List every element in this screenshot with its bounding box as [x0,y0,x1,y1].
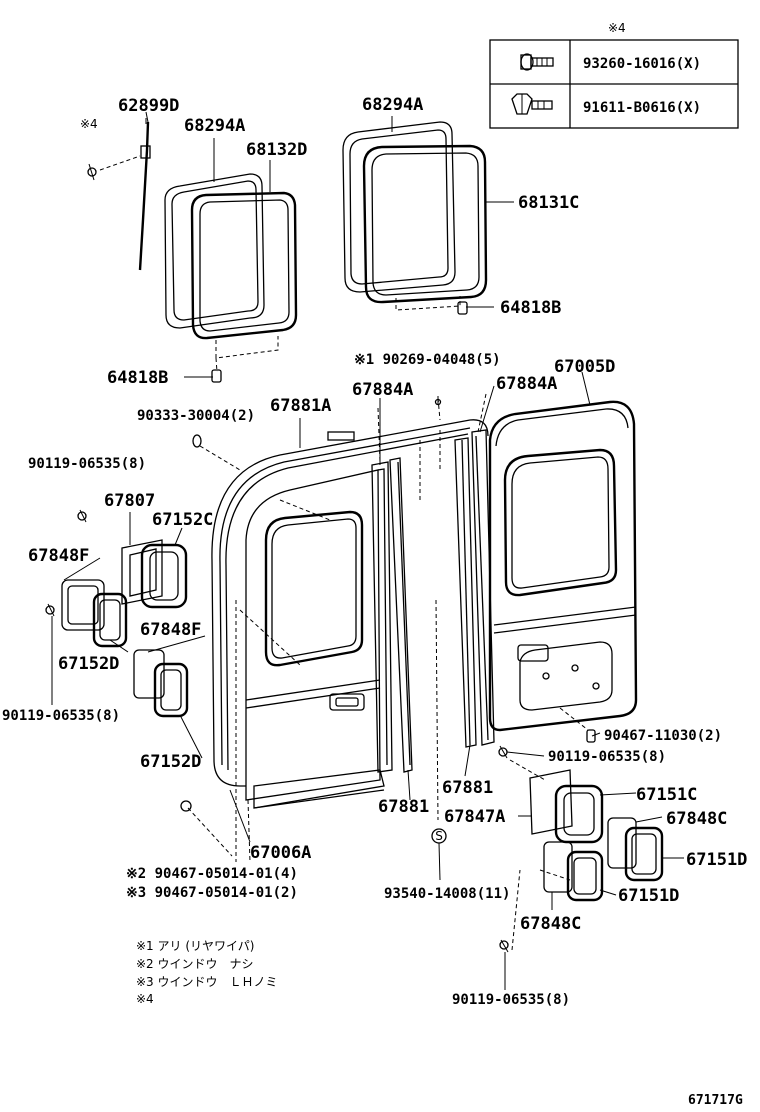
label-90119-b: 90119-06535(8) [2,708,120,724]
label-67848C-a: 67848C [666,809,727,829]
bolt-icon [499,939,509,953]
label-67881-a: 67881 [442,778,493,798]
legend-part-2: 91611-B0616(X) [583,100,701,116]
label-90119-d: 90119-06535(8) [452,992,570,1008]
gasket-67848C-a [607,817,637,869]
lamp-67151C [554,784,604,844]
label-64818B-left: 64818B [107,368,168,388]
label-64818B-right: 64818B [500,298,561,318]
clip-icon [211,369,222,383]
footnote-1: ※1 アリ (リヤワイパ) [136,939,254,953]
weatherstrip-68294A-right [342,121,456,293]
clip-icon [586,729,596,743]
left-back-door [211,419,489,809]
footnote-2: ※2 ウインドウ ナシ [136,957,254,971]
weatherstrip-68294A-left [164,173,265,329]
lamp-67151D-b [566,850,604,902]
figure-id: 671717G [688,1093,743,1108]
label-90333: 90333-30004(2) [137,408,255,424]
footnote-3: ※3 ウインドウ ＬＨノミ [136,975,278,989]
legend-part-1: 93260-16016(X) [583,56,701,72]
door-panel-67006A [245,469,381,801]
s-mark: S [435,829,443,843]
bolt-icon [87,163,97,181]
bolt-icon [77,509,87,523]
left-lamp-parts [61,539,189,718]
right-window-assembly [342,121,488,315]
gasket-67848C-b [543,841,573,893]
label-67881A: 67881A [270,396,331,416]
hex-bolt-icon [511,93,553,115]
label-68131C: 68131C [518,193,579,213]
part-labels: 62899D ※4 68294A 68132D 68294A 68131C 64… [2,95,747,1008]
label-67807: 67807 [104,491,155,511]
label-67005D: 67005D [554,357,615,377]
bolt-with-washer-icon [520,53,554,71]
label-90119-a: 90119-06535(8) [28,456,146,472]
gasket-67848F-a [61,579,105,631]
legend-table: ※4 93260-16016(X) 91611-B0616(X) [489,21,739,129]
label-90467-11030: 90467-11030(2) [604,728,722,744]
label-mark4-left: ※4 [80,117,98,131]
label-67151C: 67151C [636,785,697,805]
label-68294A-left: 68294A [184,116,245,136]
label-67848F-b: 67848F [140,620,201,640]
lamp-67152D-b [153,662,189,718]
clip-icon [457,301,468,315]
label-67884A-left: 67884A [352,380,413,400]
footnotes: ※1 アリ (リヤワイパ) ※2 ウインドウ ナシ ※3 ウインドウ ＬＨノミ … [136,939,278,1006]
screw-icon [192,434,202,448]
weatherstrip-strips [371,393,495,773]
label-67006A: 67006A [250,843,311,863]
label-67848F-a: 67848F [28,546,89,566]
lamp-67152C [140,543,188,609]
label-67152D-b: 67152D [140,752,201,772]
lamp-67152D-a [92,592,128,648]
gasket-67848F-b [133,649,165,699]
stay-rod-62899D [138,121,150,271]
label-68294A-right: 68294A [362,95,423,115]
label-67847A: 67847A [444,807,505,827]
leader-lines [51,111,684,990]
label-67151D-a: 67151D [686,850,747,870]
label-67848C-b: 67848C [520,914,581,934]
label-67884A-right: 67884A [496,374,557,394]
label-90467-3: ※3 90467-05014-01(2) [126,885,298,901]
gasket-67847A [529,769,573,835]
right-lamp-parts [529,769,664,902]
label-67152C: 67152C [152,510,213,530]
window-glass-68131C [362,144,488,304]
label-67881-b: 67881 [378,797,429,817]
s-mark-icon: S [431,828,447,881]
label-62899D: 62899D [118,96,179,116]
legend-table-mark: ※4 [608,21,626,35]
label-68132D: 68132D [246,140,307,160]
label-90269: ※1 90269-04048(5) [354,352,501,368]
nut-icon [180,800,192,812]
label-90467-2: ※2 90467-05014-01(4) [126,866,298,882]
label-67152D-a: 67152D [58,654,119,674]
pin-icon [434,396,442,406]
right-back-door-67005D [488,400,638,732]
label-93540: 93540-14008(11) [384,886,510,902]
lamp-67151D-a [624,826,664,882]
label-67151D-b: 67151D [618,886,679,906]
window-glass-68132D [190,191,298,340]
footnote-4: ※4 [136,992,154,1006]
left-window-assembly [87,118,298,383]
bolt-icon [45,603,55,617]
door-handle [329,693,365,711]
bolt-icon [498,745,508,759]
label-90119-c: 90119-06535(8) [548,749,666,765]
